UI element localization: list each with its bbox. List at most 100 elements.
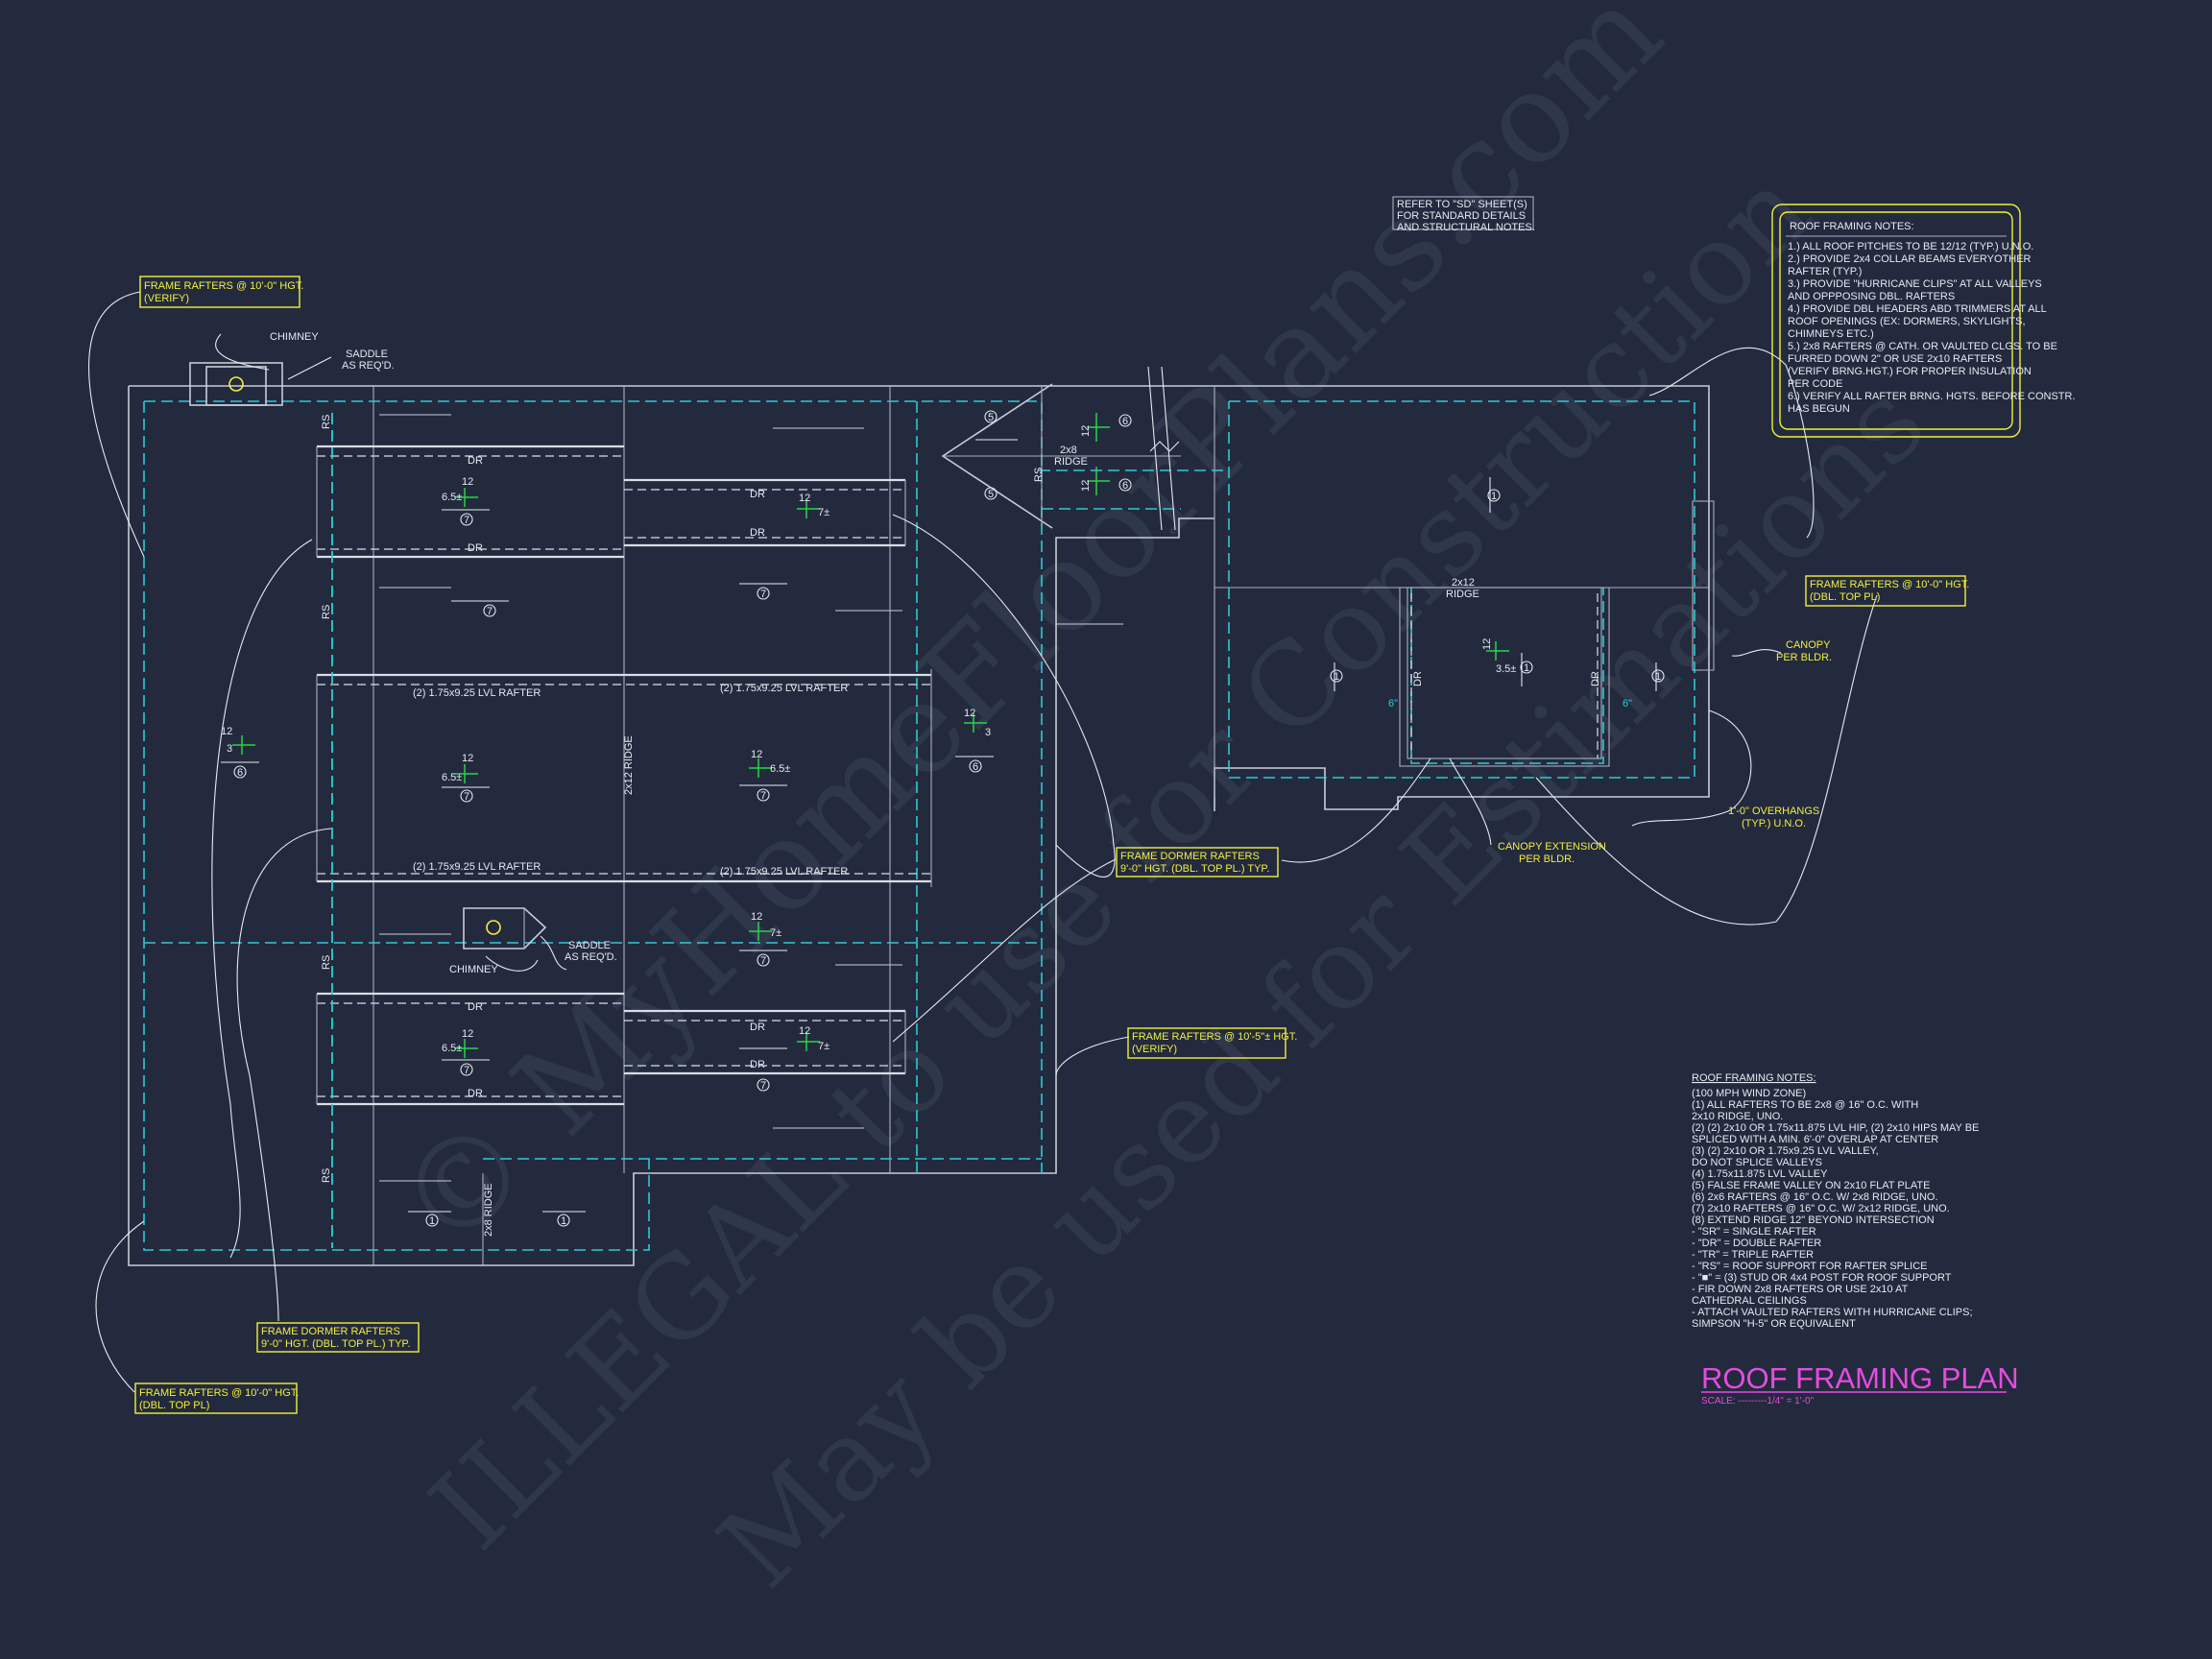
svg-text:6.5±: 6.5± (442, 492, 462, 503)
svg-text:RAFTER (TYP.): RAFTER (TYP.) (1788, 266, 1862, 277)
svg-text:7: 7 (760, 955, 766, 967)
svg-text:7: 7 (464, 515, 469, 526)
svg-text:SIMPSON "H-5" OR EQUIVALENT: SIMPSON "H-5" OR EQUIVALENT (1692, 1318, 1856, 1330)
svg-text:- ATTACH VAULTED RAFTERS WI: - ATTACH VAULTED RAFTERS WITH HURRICANE … (1692, 1307, 1973, 1318)
svg-text:6": 6" (1623, 698, 1632, 709)
svg-text:12: 12 (751, 749, 762, 760)
svg-text:(5) FALSE FRAME VALLEY ON 2x1: (5) FALSE FRAME VALLEY ON 2x10 FLAT PLAT… (1692, 1180, 1930, 1191)
svg-text:SCALE: ---------1/4" = 1'-0": SCALE: ---------1/4" = 1'-0" (1701, 1396, 1815, 1407)
svg-text:12: 12 (462, 753, 473, 764)
svg-text:2x8: 2x8 (1060, 445, 1077, 456)
right-room (1399, 500, 1715, 767)
svg-text:3.5±: 3.5± (1496, 663, 1516, 675)
svg-text:(VERIFY BRNG.HGT.) FOR PROPER: (VERIFY BRNG.HGT.) FOR PROPER INSULATION (1788, 366, 2032, 377)
svg-text:12: 12 (964, 708, 975, 719)
svg-text:FRAME RAFTERS @ 10'-5"± HGT.: FRAME RAFTERS @ 10'-5"± HGT. (1132, 1031, 1297, 1043)
svg-text:7±: 7± (770, 927, 781, 939)
svg-text:HAS BEGUN: HAS BEGUN (1788, 403, 1850, 415)
svg-text:ROOF FRAMING PLAN: ROOF FRAMING PLAN (1701, 1361, 2019, 1395)
svg-text:CHIMNEY: CHIMNEY (449, 964, 498, 975)
svg-text:ROOF FRAMING NOTES:: ROOF FRAMING NOTES: (1790, 221, 1914, 232)
callout-canopy-extension: CANOPY EXTENSION PER BLDR. (1498, 841, 1606, 865)
drawing-title: ROOF FRAMING PLAN SCALE: ---------1/4" =… (1701, 1361, 2019, 1407)
callout-overhangs: 1'-0" OVERHANGS (TYP.) U.N.O. (1728, 805, 1819, 830)
callout-dormer-left: FRAME DORMER RAFTERS 9'-0" HGT. (DBL. TO… (261, 1326, 410, 1350)
svg-text:(2) 1.75x9.25 LVL RAFTER: (2) 1.75x9.25 LVL RAFTER (720, 683, 848, 694)
chimney-top (189, 362, 283, 406)
roof-framing-notes-box: ROOF FRAMING NOTES: 1.) ALL ROOF PITCHES… (1788, 221, 2076, 415)
svg-text:FURRED DOWN 2" OR USE 2x10 RAF: FURRED DOWN 2" OR USE 2x10 RAFTERS (1788, 353, 2002, 365)
svg-text:CHIMNEY: CHIMNEY (270, 331, 319, 343)
svg-text:1: 1 (429, 1215, 435, 1227)
svg-text:12: 12 (799, 493, 810, 504)
svg-text:DR: DR (1590, 671, 1601, 686)
svg-text:6.5±: 6.5± (770, 763, 790, 775)
svg-text:AS REQ'D.: AS REQ'D. (565, 951, 617, 963)
svg-text:ROOF OPENINGS (EX: DORMERS, SK: ROOF OPENINGS (EX: DORMERS, SKYLIGHTS, (1788, 316, 2026, 327)
svg-text:1: 1 (1524, 662, 1529, 674)
svg-text:12: 12 (799, 1025, 810, 1037)
svg-text:(2) (2) 2x10 OR 1.75x11.875 L: (2) (2) 2x10 OR 1.75x11.875 LVL HIP, (2)… (1692, 1122, 1979, 1134)
svg-text:12: 12 (1080, 480, 1092, 492)
svg-text:(VERIFY): (VERIFY) (144, 293, 189, 304)
svg-text:SADDLE: SADDLE (346, 349, 388, 360)
svg-text:AND OPPPOSING DBL. RAFTERS: AND OPPPOSING DBL. RAFTERS (1788, 291, 1955, 302)
svg-text:FRAME DORMER RAFTERS: FRAME DORMER RAFTERS (261, 1326, 400, 1337)
svg-text:PER BLDR.: PER BLDR. (1776, 652, 1832, 663)
svg-text:DO NOT SPLICE VALLEYS: DO NOT SPLICE VALLEYS (1692, 1157, 1822, 1168)
svg-text:2.) PROVIDE 2x4 COLLAR BEAMS E: 2.) PROVIDE 2x4 COLLAR BEAMS EVERYOTHER (1788, 253, 2032, 265)
svg-text:RS: RS (321, 1168, 332, 1183)
svg-text:CANOPY EXTENSION: CANOPY EXTENSION (1498, 841, 1606, 853)
svg-text:7: 7 (487, 606, 493, 617)
callout-frame-bottom-left: FRAME RAFTERS @ 10'-0" HGT. (DBL. TOP PL… (139, 1387, 299, 1411)
direction-arrows (221, 439, 1657, 1213)
svg-text:(6) 2x6 RAFTERS @ 16" O.C. W/: (6) 2x6 RAFTERS @ 16" O.C. W/ 2x8 RIDGE,… (1692, 1191, 1938, 1203)
svg-text:3: 3 (985, 727, 991, 738)
callout-dormer-center: FRAME DORMER RAFTERS 9'-0" HGT. (DBL. TO… (1120, 851, 1269, 875)
svg-text:- FIR DOWN 2x8 RAFTERS OR U: - FIR DOWN 2x8 RAFTERS OR USE 2x10 AT (1692, 1284, 1909, 1295)
svg-text:6: 6 (237, 767, 243, 779)
callout-frame-right: FRAME RAFTERS @ 10'-0" HGT. (DBL. TOP PL… (1810, 579, 1969, 603)
svg-text:DR: DR (750, 1059, 765, 1070)
leader-lines (87, 291, 1878, 1393)
front-gable (941, 366, 1181, 531)
svg-text:6.) VERIFY ALL RAFTER BRNG. HG: 6.) VERIFY ALL RAFTER BRNG. HGTS. BEFORE… (1788, 391, 2076, 402)
svg-text:(TYP.) U.N.O.: (TYP.) U.N.O. (1742, 818, 1806, 830)
svg-text:(3) (2) 2x10 OR 1.75x9.25 LVL: (3) (2) 2x10 OR 1.75x9.25 LVL VALLEY, (1692, 1145, 1879, 1157)
svg-text:5: 5 (988, 489, 994, 500)
svg-text:PER BLDR.: PER BLDR. (1519, 854, 1575, 865)
svg-text:FRAME DORMER RAFTERS: FRAME DORMER RAFTERS (1120, 851, 1260, 862)
svg-text:(VERIFY): (VERIFY) (1132, 1044, 1177, 1055)
overhang-lines (143, 400, 1695, 1251)
svg-text:5.) 2x8 RAFTERS @ CATH. OR VAU: 5.) 2x8 RAFTERS @ CATH. OR VAULTED CLGS.… (1788, 341, 2057, 352)
svg-text:RIDGE: RIDGE (1054, 456, 1088, 468)
rafter-ticks (379, 414, 1123, 1182)
svg-text:5: 5 (988, 412, 994, 423)
svg-text:(7) 2x10 RAFTERS @ 16" O.C. W: (7) 2x10 RAFTERS @ 16" O.C. W/ 2x12 RIDG… (1692, 1203, 1950, 1214)
svg-text:12: 12 (751, 911, 762, 923)
svg-text:- "DR" = DOUBLE RAFTER: - "DR" = DOUBLE RAFTER (1692, 1238, 1821, 1249)
svg-text:(2) 1.75x9.25 LVL RAFTER: (2) 1.75x9.25 LVL RAFTER (413, 687, 541, 699)
svg-text:1.) ALL ROOF PITCHES TO BE 12/: 1.) ALL ROOF PITCHES TO BE 12/12 (TYP.) … (1788, 241, 2033, 252)
svg-text:12: 12 (1080, 425, 1092, 437)
svg-text:- "TR" = TRIPLE RAFTER: - "TR" = TRIPLE RAFTER (1692, 1249, 1814, 1261)
svg-text:RIDGE: RIDGE (1446, 589, 1479, 600)
svg-text:RS: RS (321, 605, 332, 619)
svg-text:2x12: 2x12 (1452, 577, 1475, 589)
svg-text:1'-0" OVERHANGS: 1'-0" OVERHANGS (1728, 805, 1819, 817)
svg-text:DR: DR (750, 527, 765, 539)
svg-text:6.5±: 6.5± (442, 1043, 462, 1054)
svg-text:SPLICED WITH A MIN. 6'-0" OVER: SPLICED WITH A MIN. 6'-0" OVERLAP AT CEN… (1692, 1134, 1938, 1145)
svg-text:9'-0" HGT. (DBL. TOP PL.) TYP.: 9'-0" HGT. (DBL. TOP PL.) TYP. (261, 1338, 410, 1350)
callout-frame-top-left: FRAME RAFTERS @ 10'-0" HGT. (VERIFY) (144, 280, 303, 304)
svg-text:- "RS" = ROOF SUPPORT FOR R: - "RS" = ROOF SUPPORT FOR RAFTER SPLICE (1692, 1261, 1927, 1272)
svg-text:(4) 1.75x11.875 LVL VALLEY: (4) 1.75x11.875 LVL VALLEY (1692, 1168, 1828, 1180)
svg-text:(2) 1.75x9.25 LVL RAFTER: (2) 1.75x9.25 LVL RAFTER (720, 866, 848, 878)
svg-text:6: 6 (1122, 480, 1128, 492)
dormer-beams (316, 413, 932, 1248)
svg-text:(8) EXTEND RIDGE 12" BEYOND I: (8) EXTEND RIDGE 12" BEYOND INTERSECTION (1692, 1214, 1935, 1226)
drawing-labels: CHIMNEY SADDLE AS REQ'D. CHIMNEY SADDLE … (270, 331, 1632, 1237)
svg-text:RS: RS (1033, 468, 1045, 482)
svg-text:6: 6 (973, 761, 978, 773)
svg-text:7±: 7± (818, 507, 830, 518)
